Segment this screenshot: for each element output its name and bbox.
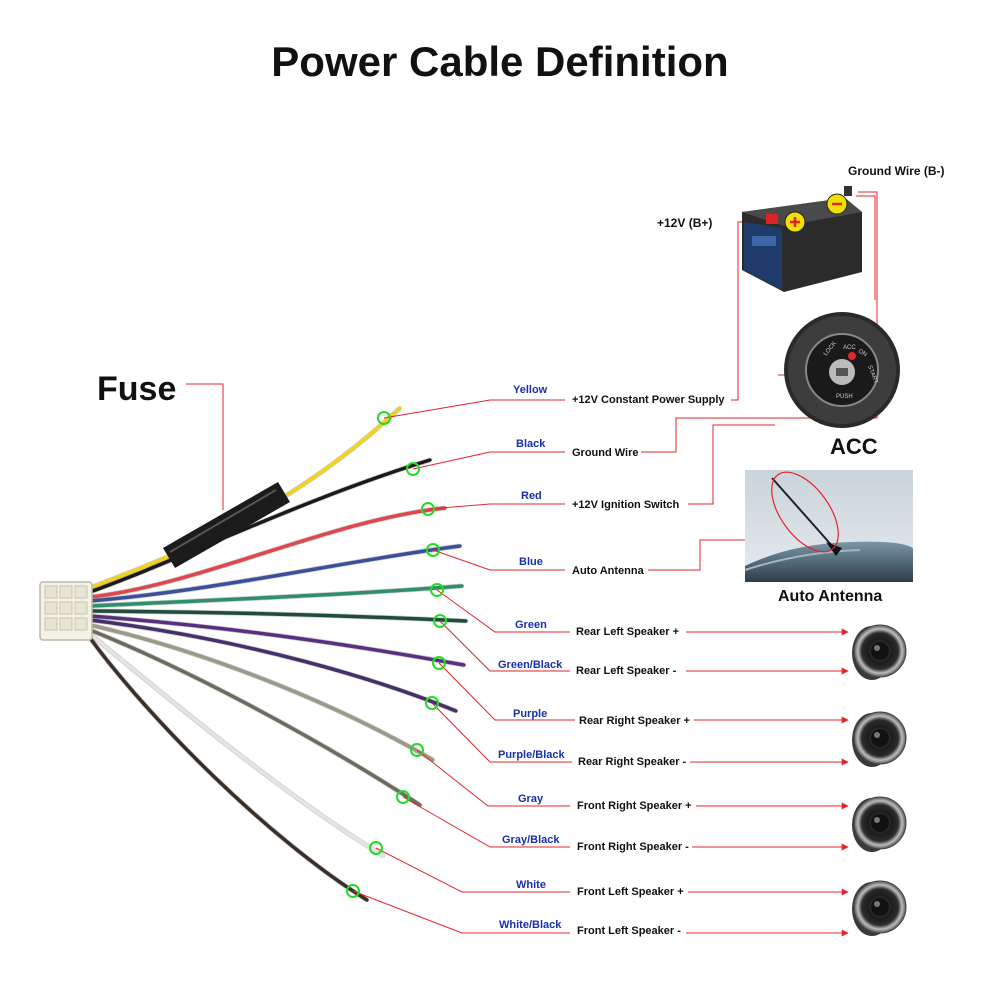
wire bbox=[88, 628, 422, 807]
device-connection-line bbox=[856, 195, 876, 300]
wire-shadow bbox=[87, 636, 369, 903]
leader-line bbox=[402, 796, 570, 848]
fuse-label: Fuse bbox=[97, 370, 177, 408]
wire-marker bbox=[432, 656, 446, 670]
leader-line bbox=[416, 749, 570, 807]
fuse-holder bbox=[163, 383, 290, 568]
leader-line bbox=[383, 399, 565, 419]
leader-line bbox=[375, 847, 570, 893]
wire bbox=[88, 623, 435, 762]
page-title: Power Cable Definition bbox=[271, 38, 729, 85]
wire-color-label: White bbox=[516, 879, 546, 891]
wire-color-label: Black bbox=[516, 438, 546, 450]
leader-line bbox=[438, 662, 575, 721]
wire-marker bbox=[346, 884, 360, 898]
wire-marker bbox=[410, 743, 424, 757]
wire-function-label: Rear Right Speaker - bbox=[578, 756, 687, 768]
wire-function-label: Ground Wire bbox=[572, 447, 639, 459]
leader-lines bbox=[352, 191, 878, 937]
wire-markers bbox=[346, 411, 447, 898]
ignition-switch-icon: LOCK ACC ON START PUSH bbox=[784, 312, 900, 428]
auto-antenna-label: Auto Antenna bbox=[778, 588, 883, 605]
wire-marker bbox=[396, 790, 410, 804]
wire bbox=[88, 458, 432, 594]
wire-color-label: White/Black bbox=[499, 919, 562, 931]
wire-color-label: Red bbox=[521, 490, 542, 502]
wire bbox=[88, 632, 386, 858]
auto-antenna-image bbox=[744, 470, 913, 582]
wire-color-label: Yellow bbox=[513, 384, 548, 396]
wire-function-label: Auto Antenna bbox=[572, 565, 644, 577]
acc-label: ACC bbox=[830, 434, 878, 459]
wire-marker bbox=[433, 614, 447, 628]
leader-line bbox=[432, 549, 565, 571]
battery-icon bbox=[742, 186, 862, 292]
leader-line bbox=[427, 503, 565, 510]
wire-function-label: Front Left Speaker + bbox=[577, 886, 684, 898]
wire-function-label: Front Right Speaker - bbox=[577, 841, 689, 853]
wire-function-label: +12V Ignition Switch bbox=[572, 499, 680, 511]
wire-color-label: Purple/Black bbox=[498, 749, 565, 761]
speaker-icon bbox=[852, 711, 907, 767]
speaker-icon bbox=[852, 796, 907, 852]
wire-marker bbox=[406, 462, 420, 476]
wire bbox=[88, 506, 447, 599]
wire-function-label: Rear Right Speaker + bbox=[579, 715, 690, 727]
leader-line bbox=[352, 890, 570, 934]
wire bbox=[88, 544, 462, 603]
wire-marker bbox=[377, 411, 391, 425]
wire bbox=[88, 609, 468, 623]
wire-function-label: Front Left Speaker - bbox=[577, 925, 681, 937]
leader-line bbox=[431, 702, 572, 763]
wire-bundle bbox=[87, 406, 468, 903]
wire-marker bbox=[426, 543, 440, 557]
wire-color-label: Green bbox=[515, 619, 547, 631]
wire-color-label: Blue bbox=[519, 556, 543, 568]
ground-wire-label: Ground Wire (B-) bbox=[848, 164, 945, 178]
leader-line bbox=[412, 451, 565, 470]
leader-line bbox=[439, 620, 570, 672]
wire-color-label: Green/Black bbox=[498, 659, 563, 671]
wire-function-label: +12V Constant Power Supply bbox=[572, 394, 725, 406]
device-connection-line bbox=[688, 424, 775, 505]
speaker-icon bbox=[852, 880, 907, 936]
device-connection-line bbox=[641, 191, 878, 453]
ignition-acc-text: ACC bbox=[843, 345, 856, 351]
connector-plug bbox=[39, 581, 93, 641]
wire-marker bbox=[430, 583, 444, 597]
battery-positive-label: +12V (B+) bbox=[657, 216, 713, 230]
wire-shadow bbox=[89, 622, 435, 763]
ignition-push-text: PUSH bbox=[836, 394, 853, 400]
wire bbox=[88, 636, 369, 902]
wire bbox=[88, 614, 466, 667]
wire-color-label: Gray/Black bbox=[502, 834, 560, 846]
wire-function-label: Rear Left Speaker + bbox=[576, 626, 680, 638]
wire bbox=[88, 618, 458, 713]
wire-function-label: Front Right Speaker + bbox=[577, 800, 692, 812]
wire-function-label: Rear Left Speaker - bbox=[576, 665, 677, 677]
ignition-on-text: ON bbox=[857, 349, 868, 359]
speaker-group bbox=[852, 624, 907, 936]
wire-marker bbox=[421, 502, 435, 516]
wire-color-label: Gray bbox=[518, 793, 544, 805]
leader-line bbox=[436, 589, 570, 633]
speaker-icon bbox=[852, 624, 907, 680]
wire-color-label: Purple bbox=[513, 708, 548, 720]
wire-shadow bbox=[89, 627, 422, 808]
wire bbox=[88, 584, 464, 608]
wire-marker bbox=[425, 696, 439, 710]
wire-marker bbox=[369, 841, 383, 855]
